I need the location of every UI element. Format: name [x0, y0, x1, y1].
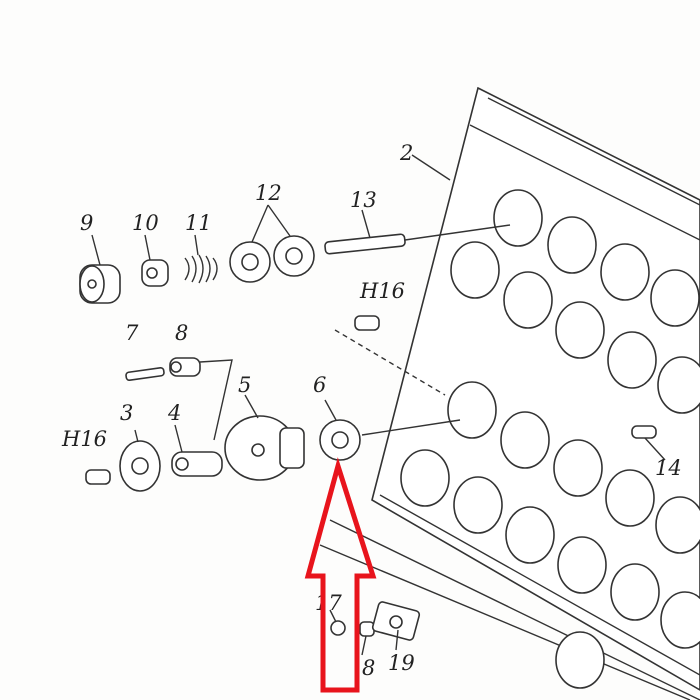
panel-cup	[600, 243, 650, 301]
highlight-arrow	[304, 457, 377, 693]
label-14: 14	[655, 456, 682, 480]
panel-cup	[400, 449, 450, 507]
label-13: 13	[350, 188, 377, 212]
label-5: 5	[238, 373, 251, 397]
part-8	[169, 357, 233, 441]
part-13	[324, 224, 511, 255]
part-7	[125, 366, 165, 382]
label-4: 4	[167, 401, 181, 425]
panel-cup	[605, 469, 655, 527]
panel-cup	[500, 411, 550, 469]
part-5	[224, 415, 305, 481]
label-18: 8	[362, 656, 375, 680]
panel-cup	[553, 439, 603, 497]
part-4	[171, 451, 223, 477]
label-8: 8	[175, 321, 188, 345]
label-6: 6	[313, 373, 326, 397]
panel-cup	[607, 331, 657, 389]
panel-cup	[650, 269, 700, 327]
label-3: 3	[120, 401, 133, 425]
label-11: 11	[185, 211, 212, 235]
panel-cup	[505, 506, 555, 564]
panel-cup	[503, 271, 553, 329]
label-10: 10	[132, 211, 159, 235]
label-7: 7	[125, 321, 139, 345]
panel-cup	[447, 381, 497, 439]
label-17: 17	[315, 591, 342, 615]
panel-cup	[555, 631, 605, 689]
panel-cup	[450, 241, 500, 299]
label-19: 19	[388, 651, 415, 675]
panel-cup	[555, 301, 605, 359]
label-9: 9	[80, 211, 93, 235]
part-9	[79, 264, 121, 304]
panel-cup	[655, 496, 700, 554]
panel-cup	[453, 476, 503, 534]
label-12: 12	[255, 181, 282, 205]
panel-cup	[557, 536, 607, 594]
screws	[85, 315, 657, 641]
panel-cup	[493, 189, 543, 247]
panel-cup	[657, 356, 700, 414]
label-h16-top: H16	[359, 279, 405, 303]
panel-cup	[660, 591, 700, 649]
part-12	[229, 235, 315, 283]
part-3	[119, 440, 161, 492]
label-2: 2	[399, 141, 413, 165]
part-6	[319, 419, 461, 461]
part-11	[184, 254, 218, 284]
part-10	[141, 259, 169, 287]
panel-cup	[547, 216, 597, 274]
label-h16-left: H16	[61, 427, 107, 451]
panel-cup	[610, 563, 660, 621]
panel-part-2	[319, 86, 700, 700]
